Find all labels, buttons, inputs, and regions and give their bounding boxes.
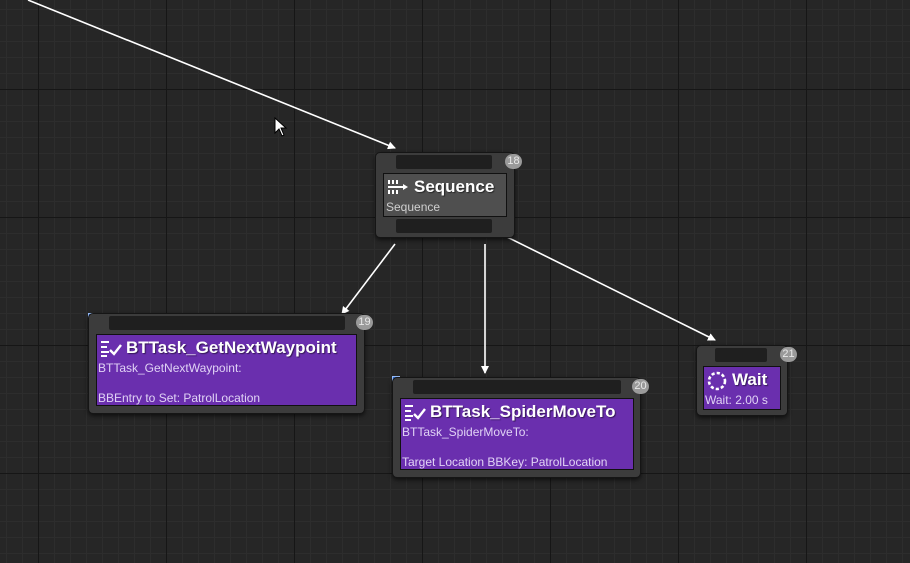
node-subtitle: Sequence: [386, 200, 441, 214]
task-icon: [405, 405, 426, 421]
wire-root-to-sequence: [27, 0, 396, 150]
node-title: BTTask_SpiderMoveTo: [430, 402, 616, 421]
input-pin[interactable]: [413, 380, 621, 394]
node-description: BTTask_SpiderMoveTo:: [402, 425, 529, 439]
spider-move-to-node[interactable]: 20 BTTask_SpiderMoveTo BTTask_SpiderMove…: [392, 377, 649, 478]
output-pin[interactable]: [396, 219, 492, 233]
task-icon: [101, 341, 122, 357]
wire-sequence-to-getnextwaypoint: [341, 243, 396, 315]
node-description: Target Location BBKey: PatrolLocation: [402, 455, 608, 469]
node-description: BTTask_GetNextWaypoint:: [98, 361, 242, 375]
wait-icon: [707, 371, 727, 391]
execution-index-badge: 21: [780, 347, 797, 362]
get-next-waypoint-node[interactable]: 19 BTTask_GetNextWaypoint BTTask_GetNext…: [88, 313, 373, 414]
sequence-node[interactable]: 18 Sequence Sequence: [375, 152, 522, 238]
node-subtitle: Wait: 2.00 s: [705, 393, 768, 407]
input-pin[interactable]: [715, 348, 767, 362]
wire-sequence-to-wait: [504, 235, 716, 341]
node-body: Wait Wait: 2.00 s: [703, 366, 781, 410]
execution-index-badge: 19: [356, 315, 373, 330]
node-title: BTTask_GetNextWaypoint: [126, 338, 337, 357]
wait-node[interactable]: 21 Wait Wait: 2.00 s: [696, 345, 797, 416]
node-description: BBEntry to Set: PatrolLocation: [98, 391, 261, 405]
input-pin[interactable]: [109, 316, 345, 330]
execution-index-badge: 20: [632, 379, 649, 394]
input-pin[interactable]: [396, 155, 492, 169]
execution-index-badge: 18: [505, 154, 522, 169]
node-title: Sequence: [414, 177, 495, 196]
sequence-icon: [388, 180, 408, 194]
node-title: Wait: [732, 370, 768, 389]
node-body: BTTask_SpiderMoveTo BTTask_SpiderMoveTo:…: [400, 398, 634, 470]
node-body: Sequence Sequence: [383, 173, 507, 217]
mouse-cursor-icon: [274, 117, 288, 137]
node-body: BTTask_GetNextWaypoint BTTask_GetNextWay…: [96, 334, 357, 406]
